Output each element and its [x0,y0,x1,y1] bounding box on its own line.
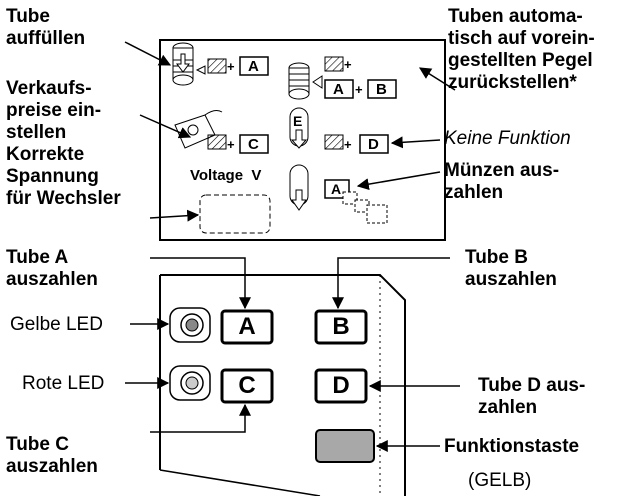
voltage-label: Voltage V [190,167,262,184]
payout-tube-icon [289,164,309,211]
label-tube-a: Tube A auszahlen [6,247,98,290]
yellow-led [169,307,211,343]
button-b-label: B [332,313,350,340]
plus-sign: + [344,57,352,72]
display-panel [159,39,446,241]
display-key-a: A [333,81,344,98]
function-button[interactable] [315,429,375,463]
button-b[interactable] [314,309,368,345]
display-e-letter: E [293,113,303,129]
button-a-label: A [238,313,256,340]
control-panel [159,274,406,496]
plus-sign: + [355,82,363,97]
label-voltage-correct: Korrekte Spannung für Wechsler [6,144,121,209]
label-yellow: (GELB) [468,470,532,491]
label-set-prices: Verkaufs- preise ein- stellen [6,78,102,143]
label-red-led: Rote LED [22,373,105,394]
label-fill-tubes: Tube auffüllen [6,6,86,49]
plus-sign: + [344,137,352,152]
label-auto-reset: Tuben automa- tisch auf vorein- gestellt… [448,6,595,93]
button-a[interactable] [220,309,274,345]
display-key-a: A [331,181,342,197]
display-key-d: D [368,136,379,153]
label-function-key: Funktionstaste [444,436,580,457]
button-d-label: D [332,372,350,399]
tube-reset-icon [288,62,323,100]
red-led [169,365,211,401]
label-yellow-led: Gelbe LED [10,314,103,335]
label-no-function: Keine Funktion [444,128,571,149]
label-tube-c: Tube C auszahlen [6,434,98,477]
label-pay-coins: Münzen aus- zahlen [444,160,560,203]
label-tube-d: Tube D aus- zahlen [478,375,586,418]
display-key-c: C [248,136,259,153]
display-key-a: A [248,58,259,75]
tube-fill-icon [172,42,206,86]
button-d[interactable] [314,368,368,404]
empty-tube-icon [289,107,309,149]
display-key-b: B [376,81,387,98]
plus-sign: + [227,59,235,74]
button-c[interactable] [220,368,274,404]
plus-sign: + [227,137,235,152]
label-tube-b: Tube B auszahlen [465,247,557,290]
button-c-label: C [238,372,256,399]
coin-payout-icon [324,179,388,224]
